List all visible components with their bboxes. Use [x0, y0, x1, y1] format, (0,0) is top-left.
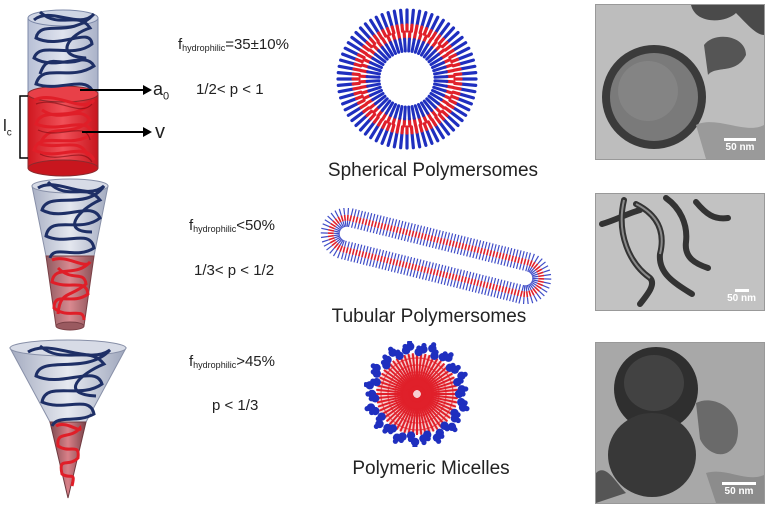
- length-label: lc: [3, 116, 12, 139]
- hydrophilic-fraction-row-2: fhydrophilic<50%: [189, 217, 275, 234]
- tem-image-spherical: 50 nm: [595, 4, 765, 160]
- scale-bar-tubular: 50 nm: [727, 289, 756, 304]
- packing-parameter-row-3: p < 1/3: [212, 397, 259, 414]
- tem-image-micelle: 50 nm: [595, 342, 765, 504]
- packing-parameter-row-2: 1/3< p < 1/2: [194, 262, 275, 279]
- hydrophilic-coil: [32, 10, 96, 91]
- hydrophilic-fraction-row-1: fhydrophilic=35±10%: [178, 36, 289, 53]
- cone-packing-shape: [9, 339, 127, 499]
- scale-bar-micelle: 50 nm: [722, 482, 756, 497]
- tem-image-tubular: 50 nm: [595, 193, 765, 311]
- length-bracket: [19, 95, 28, 159]
- tubular-polymersome-diagram: [320, 208, 552, 304]
- spherical-polymersome-diagram: [336, 8, 478, 150]
- morphology-label-micelle: Polymeric Micelles: [352, 458, 510, 479]
- hydrophobic-coil: [32, 96, 96, 161]
- truncated-cone-packing-shape: [31, 178, 109, 331]
- area-label: a0: [153, 79, 170, 103]
- hydrophilic-fraction-row-3: fhydrophilic>45%: [189, 353, 275, 370]
- volume-label: v: [155, 121, 165, 143]
- cylinder-packing-shape: [19, 9, 152, 177]
- scale-bar-spherical: 50 nm: [724, 138, 756, 153]
- morphology-label-tubular: Tubular Polymersomes: [331, 306, 527, 327]
- packing-parameter-row-1: 1/2< p < 1: [196, 81, 264, 98]
- polymeric-micelle-diagram: [364, 341, 470, 447]
- morphology-label-spherical: Spherical Polymersomes: [327, 160, 539, 181]
